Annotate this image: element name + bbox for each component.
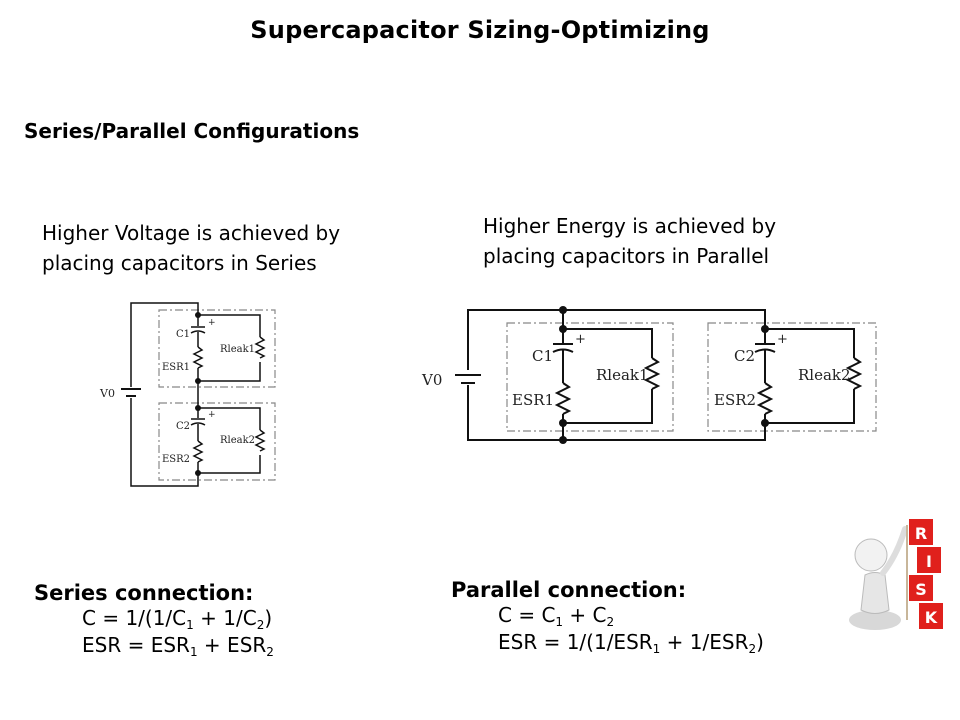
v0-label: V0 (99, 387, 115, 400)
series-formula-block: Series connection: C = 1/(1/C1 + 1/C2) E… (34, 581, 274, 659)
c1-capacitor-icon (190, 326, 206, 334)
c1-capacitor-icon (552, 343, 574, 353)
rleak2-resistor-icon (254, 429, 266, 452)
wire (130, 302, 199, 387)
series-module-1 (158, 309, 276, 388)
parallel-capacitance-formula: C = C1 + C2 (451, 602, 764, 629)
formula-text: ) (756, 630, 764, 654)
c1-label: C1 (532, 347, 553, 365)
parallel-caption-line1: Higher Energy is achieved by (483, 214, 777, 238)
module-1-boundary (506, 322, 674, 432)
risk-blocks: R I S K (909, 519, 943, 629)
formula-text: + 1/C (193, 606, 257, 630)
top-bus-wire (467, 309, 766, 370)
rleak1-resistor-icon (254, 336, 266, 359)
rleak1-label: Rleak1 (596, 366, 649, 384)
risk-letter: S (915, 580, 927, 599)
esr1-resistor-icon (192, 346, 204, 369)
subscript: 2 (266, 645, 274, 659)
series-circuit-diagram: V0 + C1 ESR1 Rleak1 + C2 ESR2 Rleak2 (99, 302, 276, 487)
subscript: 1 (555, 615, 564, 629)
wire (198, 362, 261, 382)
risk-letter: I (926, 552, 932, 571)
formula-text: ) (264, 606, 273, 630)
junction-dots (195, 312, 201, 476)
wire (563, 389, 653, 424)
esr2-resistor-icon (192, 440, 204, 463)
subscript: 2 (256, 618, 265, 632)
rleak2-label: Rleak2 (798, 366, 851, 384)
bottom-bus-wire (467, 385, 766, 441)
parallel-esr-formula: ESR = 1/(1/ESR1 + 1/ESR2) (451, 629, 764, 656)
esr2-resistor-icon (756, 382, 774, 415)
risk-block (917, 547, 941, 573)
formula-text: ESR = ESR (82, 633, 190, 657)
risk-block (909, 575, 933, 601)
series-formula-heading: Series connection: (34, 581, 254, 605)
esr1-label: ESR1 (512, 391, 554, 409)
risk-block (919, 603, 943, 629)
c2-label: C2 (176, 421, 190, 432)
subscript: 1 (189, 645, 198, 659)
stick-figure-icon (849, 525, 908, 630)
parallel-formula-block: Parallel connection: C = C1 + C2 ESR = 1… (451, 578, 764, 656)
c2-label: C2 (734, 347, 755, 365)
plus-sign: + (208, 410, 216, 420)
formula-text: + ESR (197, 633, 267, 657)
series-caption-line1: Higher Voltage is achieved by (42, 221, 341, 245)
module-boundary (158, 309, 276, 388)
rleak1-resistor-icon (643, 357, 661, 390)
esr2-label: ESR2 (162, 454, 190, 465)
c2-capacitor-icon (190, 418, 206, 426)
v0-label: V0 (421, 371, 442, 389)
formula-text: C = 1/(1/C (82, 606, 187, 630)
formula-text: C = C (498, 603, 556, 627)
series-module-2 (158, 402, 276, 481)
formula-text: + C (563, 603, 607, 627)
c1-label: C1 (176, 329, 190, 340)
esr1-resistor-icon (554, 382, 572, 415)
risk-block (909, 519, 933, 545)
junction-dots (559, 306, 769, 444)
series-caption: Higher Voltage is achieved by placing ca… (42, 218, 340, 278)
rleak2-label: Rleak2 (220, 435, 255, 446)
series-caption-line2: placing capacitors in Series (42, 251, 317, 275)
subscript: 1 (186, 618, 194, 632)
rleak1-label: Rleak1 (220, 344, 255, 355)
risk-letter: K (925, 608, 938, 627)
rleak2-resistor-icon (845, 357, 863, 390)
slide-title: Supercapacitor Sizing-Optimizing (250, 16, 710, 44)
series-esr-formula: ESR = ESR1 + ESR2 (34, 632, 274, 659)
risk-letter: R (915, 524, 927, 543)
parallel-formula-heading: Parallel connection: (451, 578, 687, 602)
risk-illustration: R I S K (849, 519, 943, 630)
plus-sign: + (777, 332, 788, 347)
wire (765, 328, 855, 358)
wire (198, 455, 261, 474)
plus-sign: + (208, 318, 216, 328)
section-subtitle: Series/Parallel Configurations (24, 119, 360, 143)
series-capacitance-formula: C = 1/(1/C1 + 1/C2) (34, 605, 274, 632)
wire (765, 389, 855, 424)
parallel-caption: Higher Energy is achieved by placing cap… (483, 211, 776, 271)
plus-sign: + (575, 332, 586, 347)
c2-capacitor-icon (754, 343, 776, 353)
esr1-label: ESR1 (162, 362, 190, 373)
formula-text: + 1/ESR (660, 630, 749, 654)
esr2-label: ESR2 (714, 391, 756, 409)
subscript: 2 (748, 642, 757, 656)
subscript: 2 (606, 615, 615, 629)
battery-icon (455, 374, 481, 384)
module-boundary (158, 402, 276, 481)
module-2-boundary (707, 322, 877, 432)
wire (198, 407, 261, 430)
parallel-caption-line2: placing capacitors in Parallel (483, 244, 770, 268)
formula-text: ESR = 1/(1/ESR (498, 630, 653, 654)
battery-icon (121, 388, 141, 397)
parallel-circuit-diagram: V0 + C1 ESR1 Rleak1 + C2 ESR2 Rleak2 (421, 306, 877, 444)
wire (130, 398, 199, 487)
wire (198, 314, 261, 337)
subscript: 1 (652, 642, 661, 656)
wire (563, 328, 653, 358)
